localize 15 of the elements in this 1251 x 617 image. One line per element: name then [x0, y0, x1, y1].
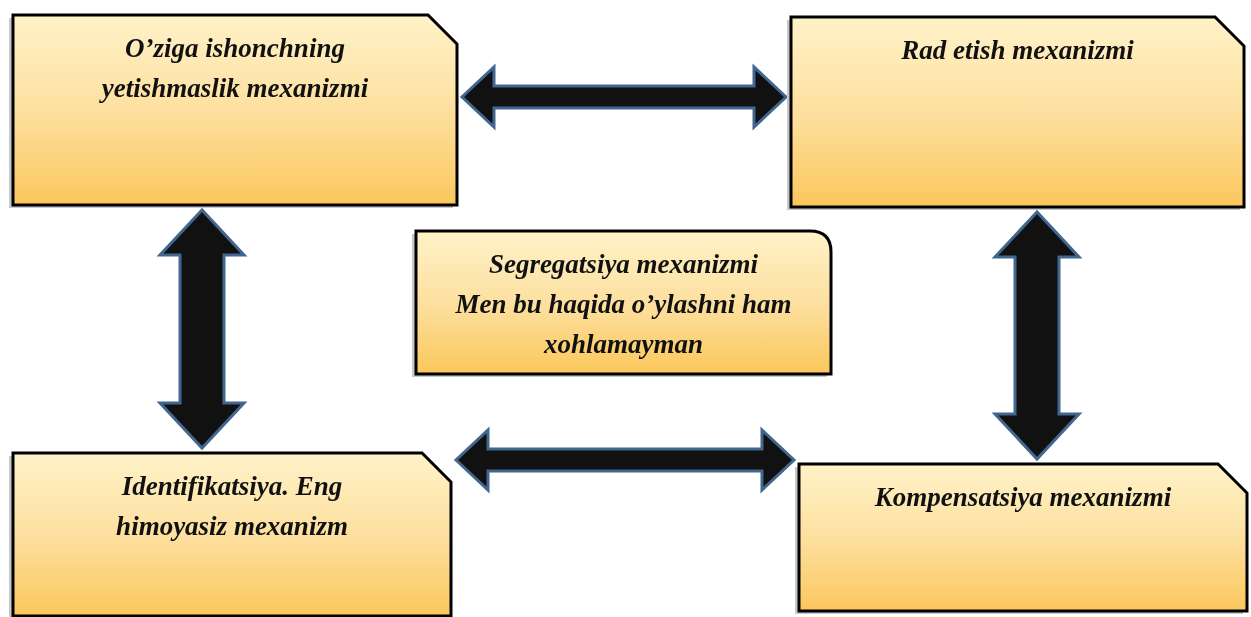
box-label: Identifikatsiya. Eng himoyasiz mexanizm	[115, 470, 349, 543]
box-label: Segregatsiya mexanizmi	[487, 248, 760, 281]
double-arrow	[459, 63, 789, 131]
box-label: Kompensatsiya mexanizmi	[873, 481, 1173, 514]
double-arrow	[991, 209, 1083, 462]
box-label: Rad etish mexanizmi	[900, 34, 1135, 67]
process-box	[12, 14, 458, 206]
process-box	[798, 463, 1248, 612]
process-box	[12, 452, 452, 617]
box-label: O’ziga ishonchning yetishmaslik mexanizmi	[98, 32, 370, 105]
process-box	[790, 16, 1245, 208]
double-arrow	[453, 426, 797, 494]
process-box	[415, 230, 832, 375]
double-arrow	[156, 207, 248, 451]
box-label: Men bu haqida o’ylashni ham xohlamayman	[454, 288, 793, 361]
